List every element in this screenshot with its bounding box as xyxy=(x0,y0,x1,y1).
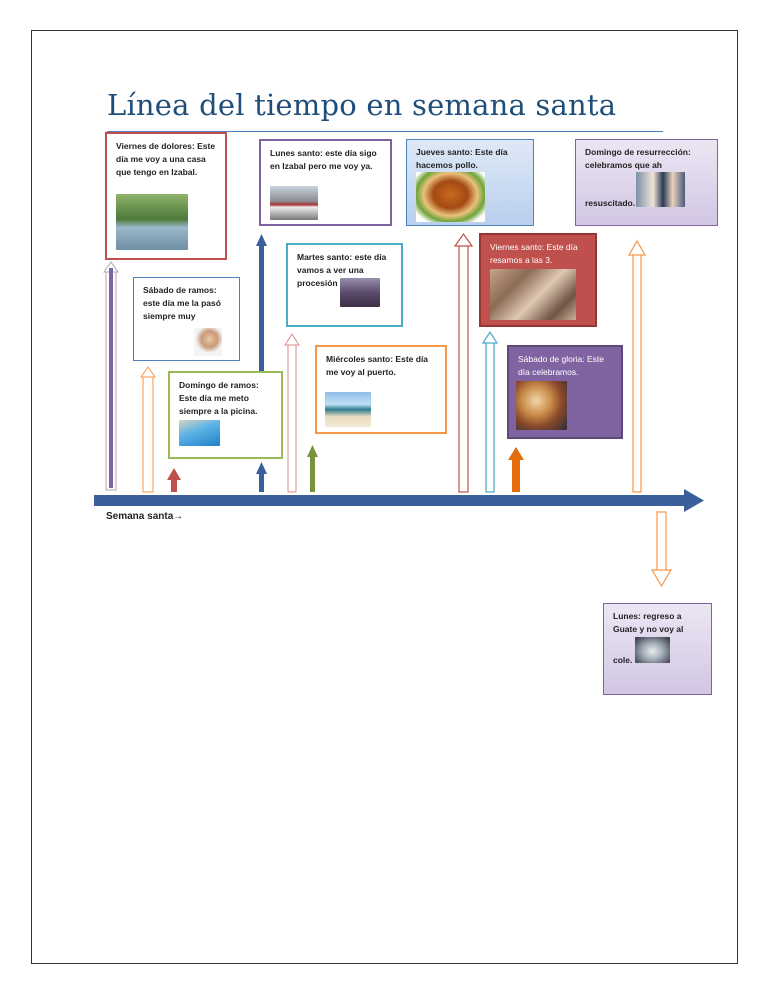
river-photo xyxy=(116,194,188,250)
event-lunes: Lunes: regreso a Guate y no voy al cole. xyxy=(603,603,712,695)
arrow-viernes-santo xyxy=(481,330,499,493)
event-lunes-santo: Lunes santo: este día sigo en Izabal per… xyxy=(259,139,392,226)
event-text: Domingo de resurrección: celebramos que … xyxy=(585,147,691,170)
child-photo xyxy=(194,328,222,356)
event-text: Miércoles santo: Este día me voy al puer… xyxy=(326,354,429,377)
arrow-martes-santo xyxy=(284,333,300,493)
pool-photo xyxy=(179,420,220,446)
car-photo xyxy=(635,637,670,663)
arrow-viernes-dolores xyxy=(103,261,119,491)
event-text: Domingo de ramos: Este día me meto siemp… xyxy=(179,380,259,416)
axis-label: Semana santa→ xyxy=(106,511,184,522)
title-underline xyxy=(107,131,663,132)
roast-chicken-photo xyxy=(416,172,485,222)
couple-photo xyxy=(636,172,685,207)
arrow-lunes xyxy=(650,511,673,588)
arrow-sabado-gloria xyxy=(508,447,524,492)
arrow-domingo-resurreccion xyxy=(627,239,647,493)
arrow-sabado-ramos xyxy=(140,366,156,493)
arrow-lunes-santo xyxy=(256,234,267,492)
event-text: Sábado de gloria: Este día celebramos. xyxy=(518,354,605,377)
event-text: Viernes santo: Este día resamos a las 3. xyxy=(490,242,578,265)
arrow-domingo-ramos xyxy=(167,468,181,492)
crowd-photo xyxy=(490,269,576,320)
event-text: Jueves santo: Este día hacemos pollo. xyxy=(416,147,508,170)
timeline-axis xyxy=(94,489,704,512)
event-text: Sábado de ramos: este día me la pasó sie… xyxy=(143,285,221,321)
street-photo xyxy=(270,186,318,220)
arrow-miercoles-santo xyxy=(307,445,318,492)
beach-photo xyxy=(325,392,371,427)
page-title: Línea del tiempo en semana santa xyxy=(107,88,617,122)
arrow-jueves-santo xyxy=(453,232,474,493)
event-text: Viernes de dolores: Este día me voy a un… xyxy=(116,141,216,177)
party-photo xyxy=(516,381,567,430)
event-text-cont: resuscitado. xyxy=(585,198,636,208)
event-text: Lunes: regreso a Guate y no voy al xyxy=(613,611,684,634)
event-text: Lunes santo: este día sigo en Izabal per… xyxy=(270,148,377,171)
event-text-cont: cole. xyxy=(613,655,633,665)
event-sabado-ramos: Sábado de ramos: este día me la pasó sie… xyxy=(133,277,240,361)
event-text: Martes santo: este día vamos a ver una p… xyxy=(297,252,387,288)
procession-photo xyxy=(340,278,380,307)
